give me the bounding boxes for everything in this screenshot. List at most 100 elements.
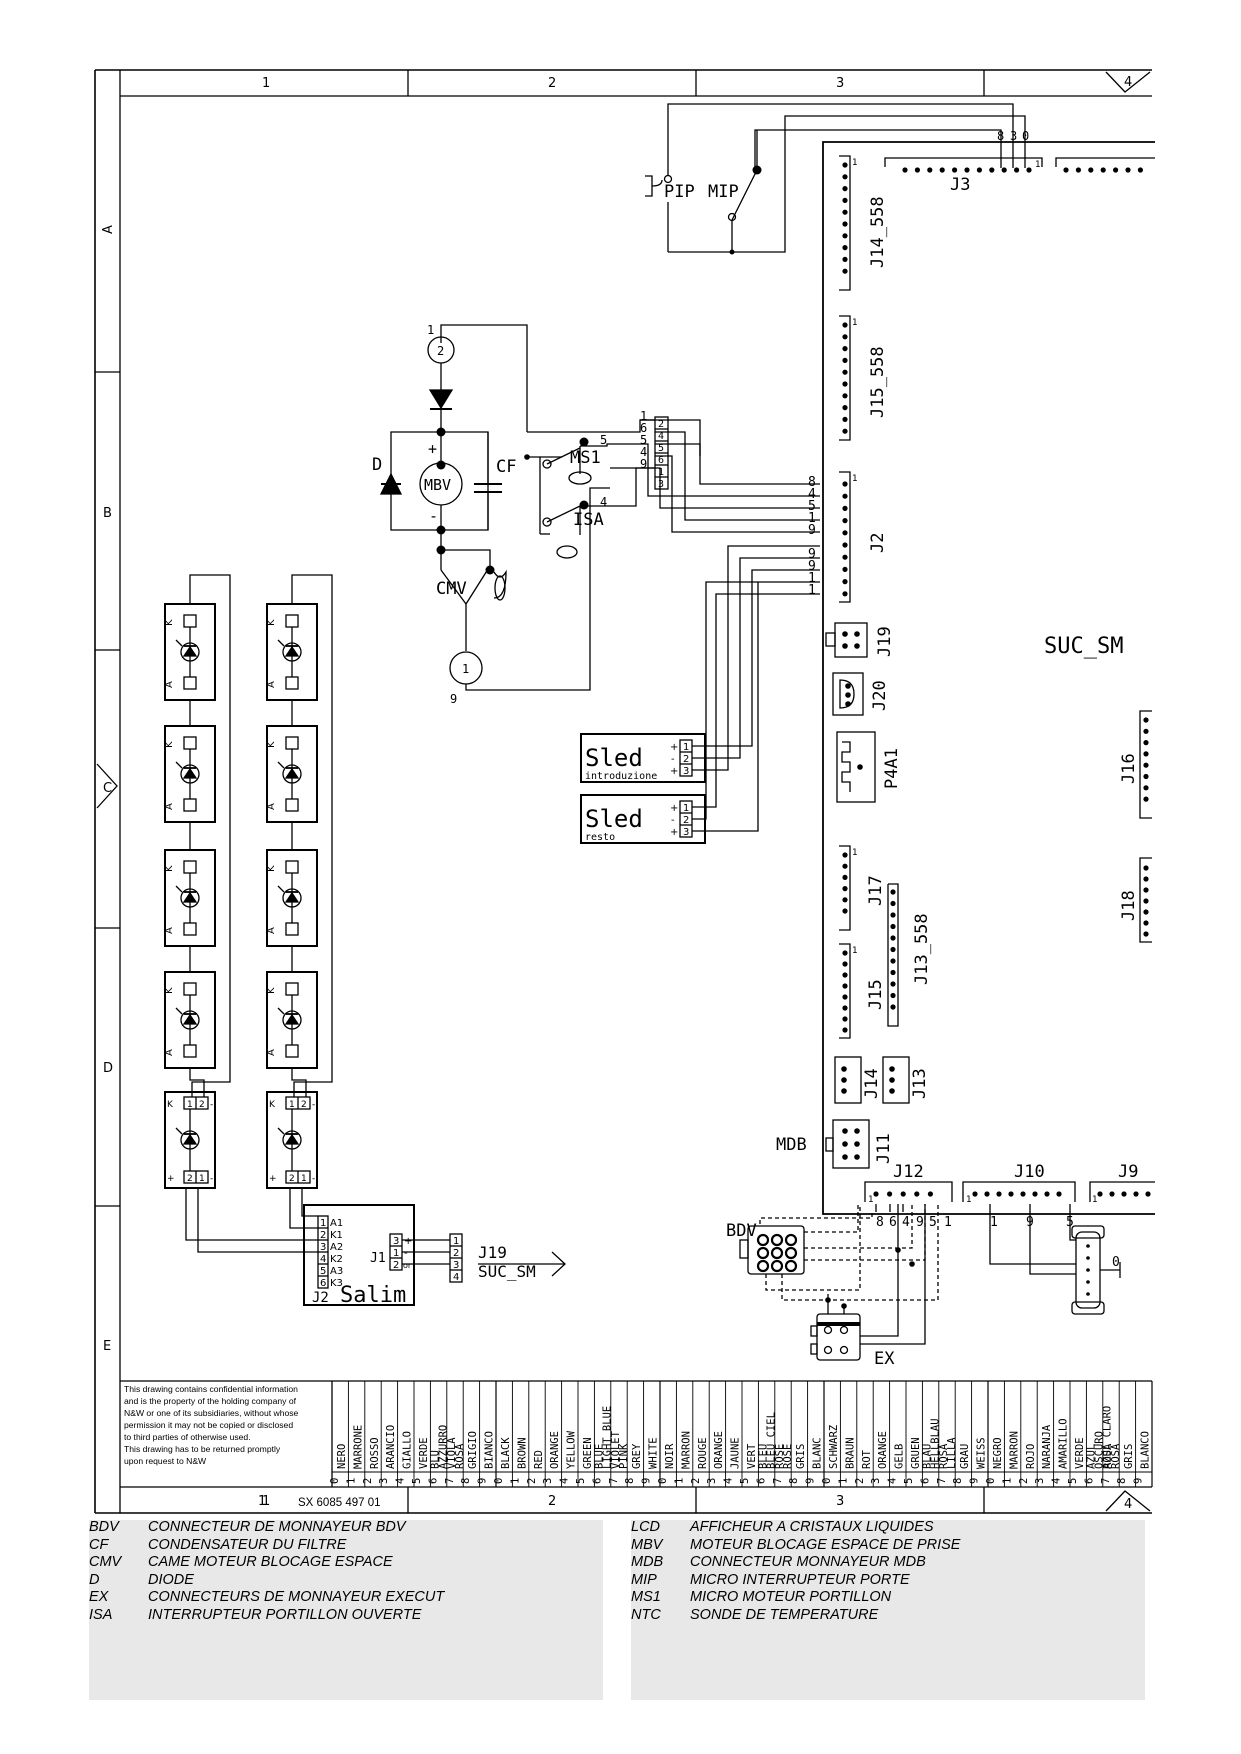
pin-dot (842, 256, 848, 262)
color-name: VERDE (418, 1437, 430, 1469)
salim-pin-k1: K1 (330, 1230, 343, 1241)
mdb-label: MDB (776, 1135, 807, 1155)
node-1-label: 1 (462, 662, 469, 676)
color-name: ROUGE (697, 1437, 709, 1469)
color-name: SCHWARZ (828, 1425, 840, 1469)
led-module: KA (266, 971, 318, 1069)
bdv-pin (756, 1259, 770, 1273)
pin-dot (842, 346, 848, 352)
color-name: ORANGE (713, 1431, 725, 1469)
color-name: MARRON (680, 1431, 692, 1469)
legend-code: CF (89, 1536, 109, 1553)
color-name: BRAUN (844, 1437, 856, 1469)
connector-j9 (1089, 1181, 1155, 1202)
pin-dot (842, 416, 848, 422)
connector-j3 (884, 157, 1155, 167)
pin-dot (842, 994, 848, 1000)
arrow-j19-label: J19 (478, 1243, 507, 1262)
color-name: GRIS (1123, 1444, 1135, 1469)
color-name: NOIR (664, 1443, 676, 1469)
led-module: KA (164, 603, 216, 701)
pin-dot (900, 1191, 906, 1197)
salim-pin-k2: K2 (330, 1254, 343, 1265)
pin-dot (1143, 920, 1149, 926)
led-a-label: A (164, 1049, 175, 1056)
j15-pin1-mark: 1 (852, 946, 858, 956)
salim-j1-sign-minus: - (404, 1248, 408, 1259)
pin-dot (890, 946, 896, 953)
connector-j15-558-label: J15_558 (868, 346, 888, 418)
legend-code: ISA (89, 1607, 113, 1623)
pin-dot (1137, 167, 1143, 173)
pin-dot (952, 167, 958, 173)
drawing-number: SX 6085 497 01 (298, 1497, 381, 1509)
board-title: SUC_SM (1044, 634, 1123, 659)
pin-dot (1113, 167, 1119, 173)
salim-pin-a2: A2 (330, 1242, 343, 1253)
connector-j2 (839, 471, 851, 603)
color-code: 1 (509, 1478, 521, 1484)
led-a-label: A (266, 803, 277, 810)
sled2-sign-2: - (671, 815, 675, 826)
salim-out-pin-3: 3 (453, 1260, 459, 1271)
pin-dot (890, 935, 896, 941)
led-end-pin-label: 1 (199, 1174, 205, 1184)
pin-dot (1125, 167, 1131, 173)
color-name: VIOLET (610, 1430, 622, 1469)
color-name: GREY (631, 1443, 643, 1469)
led-a-label: A (266, 681, 277, 688)
color-name: PINK (618, 1443, 630, 1469)
pin-dot (1143, 717, 1149, 723)
pin-dot (902, 167, 908, 173)
connector-j12 (864, 1181, 953, 1202)
color-name: ORANGE (877, 1431, 889, 1469)
salim-out-pin-2: 2 (453, 1248, 459, 1259)
pin-dot (989, 167, 995, 173)
ms1-label: MS1 (570, 448, 601, 468)
connector-j13-label: J13 (910, 1068, 930, 1099)
color-code: 3 (542, 1478, 554, 1484)
pin-dot (842, 209, 848, 215)
j12-pin-6: 6 (889, 1215, 897, 1230)
sheet-number: 1 (258, 1494, 266, 1509)
sled-module-resto (580, 581, 820, 844)
pin-dot (842, 897, 848, 903)
sled2-pin-1: 1 (683, 803, 689, 814)
color-name: NERO (336, 1444, 348, 1469)
pin-dot (1020, 1191, 1026, 1197)
color-code: 1 (837, 1478, 849, 1484)
sled-introduzione-name: Sled (585, 744, 643, 772)
pin-dot (1143, 762, 1149, 768)
color-code: 4 (887, 1478, 899, 1484)
color-code: 0 (821, 1478, 833, 1484)
legend-right-panel (631, 1520, 1145, 1700)
pin-dot (972, 1191, 978, 1197)
bdv-pin (756, 1246, 770, 1260)
legend-code: MDB (631, 1554, 664, 1571)
pin-dot (976, 167, 983, 173)
color-code: 1 (673, 1478, 685, 1484)
color-code: 2 (526, 1478, 538, 1484)
color-code: 7 (936, 1478, 948, 1484)
cmv-label: CMV (436, 579, 467, 599)
color-code: 5 (739, 1478, 751, 1484)
color-code: 5 (903, 1478, 915, 1484)
pin-dot (842, 518, 848, 524)
salim-title: Salim (340, 1283, 406, 1308)
pin-dot (842, 334, 848, 340)
connector-j15-label: J15 (866, 979, 886, 1010)
pin-dot (842, 950, 848, 956)
led-end-pin-label: 1 (301, 1174, 307, 1184)
pin-dot (842, 886, 848, 892)
color-name: ORANGE (549, 1431, 561, 1469)
led-module: KA (164, 725, 216, 823)
pin-dot (842, 863, 848, 869)
color-name: VERT (746, 1443, 758, 1469)
legend-description: DIODE (148, 1571, 194, 1588)
connector-j19-label: J19 (875, 626, 895, 657)
color-code: 6 (755, 1478, 767, 1484)
color-name: ROSE (782, 1444, 794, 1469)
pin-dot (842, 542, 848, 548)
pin-dot (1032, 1191, 1038, 1197)
color-code: 6 (427, 1478, 439, 1484)
